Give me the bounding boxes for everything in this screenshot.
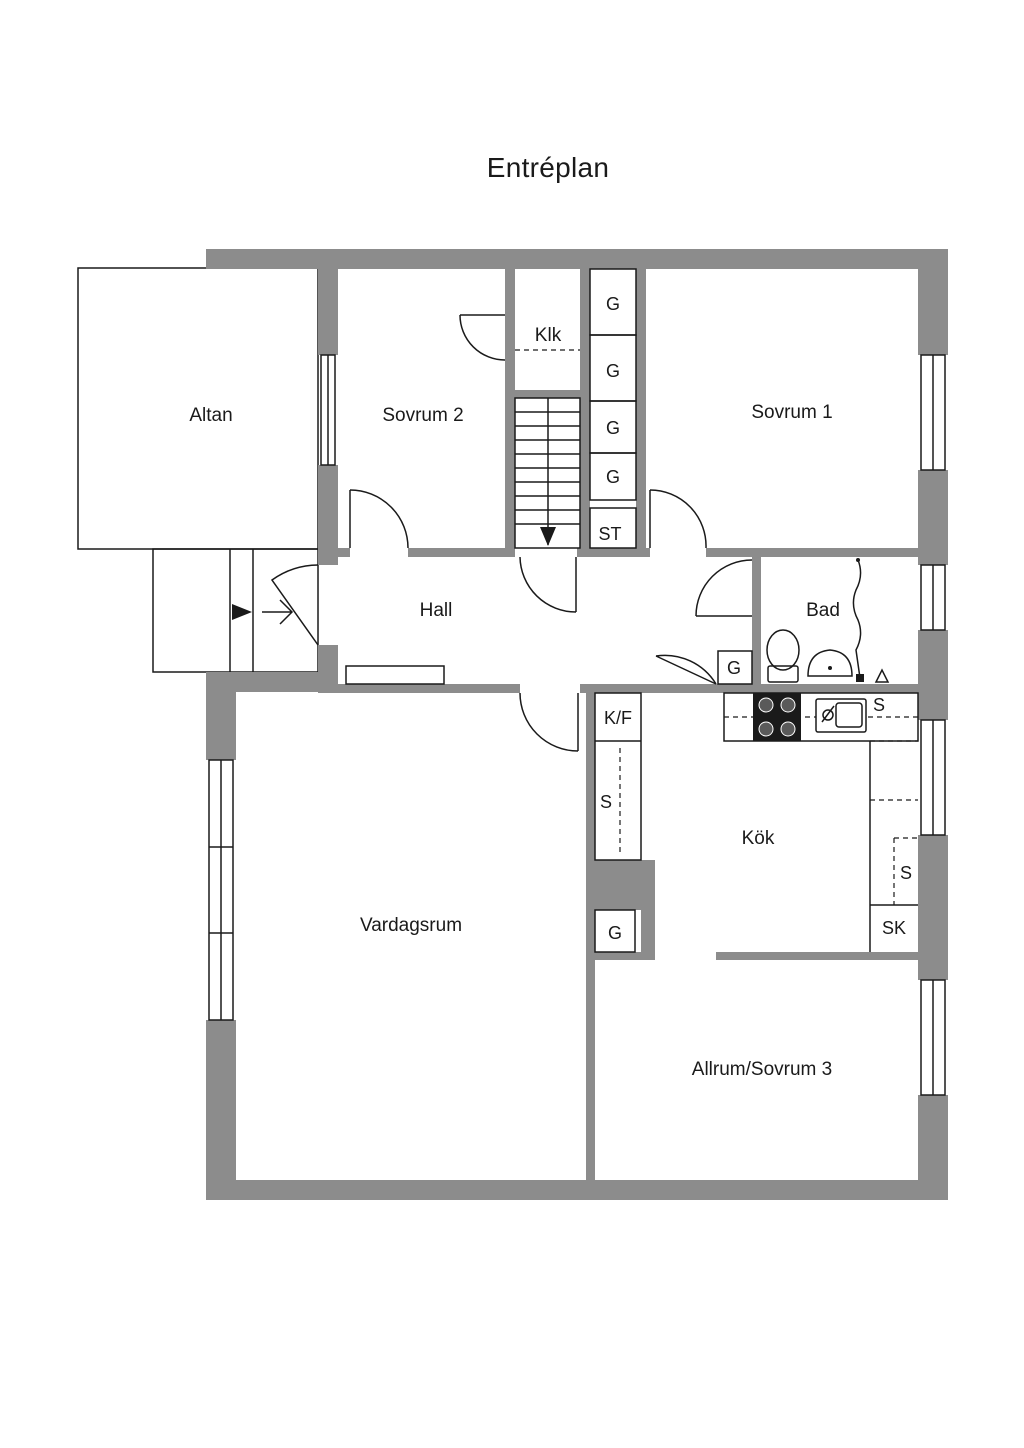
washbasin-icon	[807, 649, 853, 677]
door-swings	[270, 489, 753, 752]
hall-bench	[345, 665, 445, 685]
outer-walls	[206, 249, 948, 1200]
toilet-tank-icon	[767, 665, 799, 683]
storage-label-g: G	[606, 294, 620, 314]
room-label-vardagsrum: Vardagsrum	[360, 915, 462, 936]
klk-door-swing	[459, 314, 506, 361]
storage-label-g: G	[606, 418, 620, 438]
room-label-sovrum-2: Sovrum 2	[382, 405, 463, 426]
storage-label-s: S	[873, 695, 885, 715]
hall-closet-g	[717, 650, 753, 685]
kitchen-sink-icon	[815, 698, 867, 733]
room-label-sovrum-1: Sovrum 1	[751, 402, 832, 423]
windows	[208, 354, 946, 1096]
toilet-icon	[766, 629, 800, 671]
entry-arrow-icon	[232, 604, 252, 620]
storage-label-s: S	[600, 792, 612, 812]
room-label-altan: Altan	[189, 405, 232, 426]
bathroom-fixtures	[766, 558, 890, 683]
storage-label-s: S	[900, 863, 912, 883]
kitchen-storage-left	[594, 692, 642, 953]
room-label-bad: Bad	[806, 600, 840, 621]
storage-label-g: G	[606, 467, 620, 487]
room-label-hall: Hall	[420, 600, 453, 621]
room-label-kok: Kök	[742, 828, 775, 849]
storage-label-sk: SK	[882, 918, 906, 938]
closet-column	[589, 268, 637, 549]
interior-walls	[318, 269, 918, 1180]
page-title: Entréplan	[486, 152, 610, 183]
storage-label-kf: K/F	[604, 708, 632, 728]
storage-label-g: G	[606, 361, 620, 381]
room-label-allrum-sovrum-3: Allrum/Sovrum 3	[692, 1059, 832, 1080]
kitchen-counters	[723, 692, 919, 952]
storage-label-g-bottom: G	[608, 923, 622, 943]
room-label-klk: Klk	[535, 325, 562, 346]
shower-curtain-icon	[852, 559, 862, 679]
storage-label-st: ST	[598, 524, 621, 544]
stairs-down-arrow-icon	[540, 527, 556, 546]
shower-fixture-icon	[874, 668, 890, 683]
staircase	[514, 397, 581, 549]
entrance-arrow-icon	[262, 599, 294, 625]
stove-icon	[753, 693, 801, 741]
storage-label-g-hall: G	[727, 658, 741, 678]
